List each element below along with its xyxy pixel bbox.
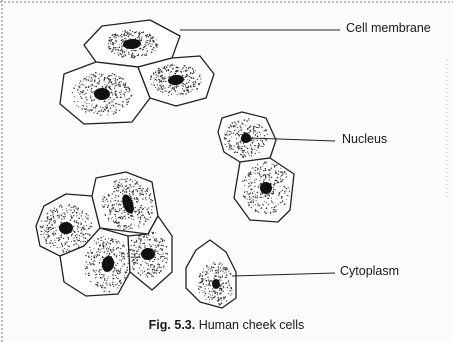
- cell-bot-2: [92, 172, 158, 234]
- cell-mid-1: [218, 112, 276, 162]
- nucleus: [59, 222, 73, 234]
- label-nucleus: Nucleus: [342, 132, 387, 146]
- nucleus: [141, 248, 155, 260]
- nucleus: [212, 279, 220, 289]
- cell-top-2: [60, 62, 150, 124]
- label-cell-membrane: Cell membrane: [346, 21, 431, 35]
- figure-number: Fig. 5.3.: [149, 318, 196, 332]
- nucleus: [260, 182, 272, 194]
- nucleus: [241, 133, 251, 143]
- label-cytoplasm: Cytoplasm: [340, 264, 399, 278]
- figure-caption: Fig. 5.3. Human cheek cells: [0, 318, 453, 332]
- caption-text: Human cheek cells: [199, 318, 305, 332]
- cell-mid-2: [234, 158, 294, 222]
- nucleus: [94, 88, 110, 100]
- cell-lone: [186, 240, 236, 308]
- leader-cytoplasm: [232, 273, 335, 276]
